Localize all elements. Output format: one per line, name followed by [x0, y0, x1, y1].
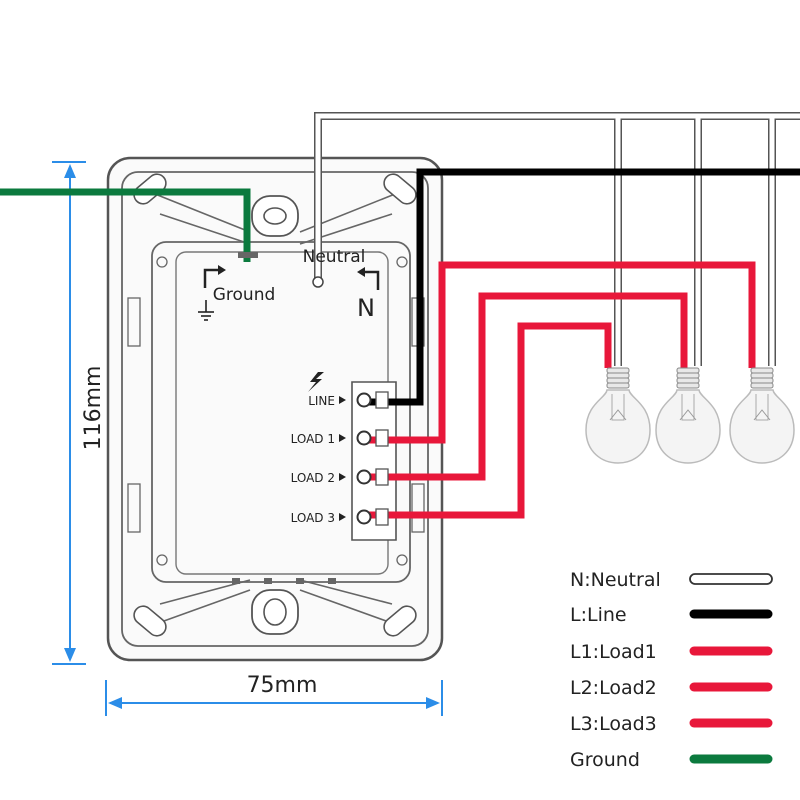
light-bulbs [585, 367, 795, 464]
terminal-screw-icon [356, 430, 372, 446]
neutral-label: Neutral [303, 247, 366, 267]
terminal-clamp-icon [375, 468, 389, 486]
corner-arrow-icon [203, 265, 380, 290]
legend-swatch [689, 573, 773, 585]
terminal-label: LOAD 1 [291, 432, 335, 446]
corner-slot-icon [133, 173, 417, 637]
lightning-icon [308, 372, 324, 392]
terminal-arrow-icon [339, 513, 346, 521]
light-bulb-icon [655, 367, 721, 464]
load3-wire [366, 322, 612, 519]
legend-label: N:Neutral [570, 569, 661, 591]
ground-symbol-icon [198, 300, 214, 321]
neutral-wires [312, 112, 800, 368]
terminal-screw-icon [356, 509, 372, 525]
terminal-label: LOAD 3 [291, 511, 335, 525]
load1-wire [366, 261, 756, 444]
terminal-clamp-icon [375, 391, 389, 409]
terminal-screw-icon [356, 469, 372, 485]
terminal-1: LINE [308, 391, 389, 409]
line-wire [366, 168, 800, 406]
terminal-arrow-icon [339, 434, 346, 442]
terminal-label: LINE [308, 394, 335, 408]
legend-item: N:Neutral [570, 569, 773, 591]
terminal-screw-icon [356, 392, 372, 408]
terminal-arrow-icon [339, 473, 346, 481]
legend-label: L:Line [570, 604, 627, 626]
terminal-clamp-icon [375, 429, 389, 447]
terminal-block: LINE LOAD 1 LOAD 2 LOAD 3 [291, 391, 389, 526]
terminal-clamp-icon [375, 508, 389, 526]
terminal-4: LOAD 3 [291, 508, 389, 526]
ground-wire [0, 188, 258, 262]
legend-label: L1:Load1 [570, 641, 657, 663]
width-label: 75mm [247, 673, 318, 698]
terminal-2: LOAD 1 [291, 429, 389, 447]
legend: N:NeutralL:LineL1:Load1L2:Load2L3:Load3G… [570, 569, 773, 771]
terminal-3: LOAD 2 [291, 468, 389, 486]
ground-label: Ground [213, 285, 276, 305]
legend-item: L3:Load3 [570, 713, 773, 735]
height-dimension: 116mm [52, 161, 106, 665]
legend-item: L1:Load1 [570, 641, 773, 663]
load-wires [366, 261, 756, 519]
switch-mounting-box [106, 156, 444, 662]
width-dimension: 75mm [105, 673, 443, 716]
legend-item: L2:Load2 [570, 677, 773, 699]
terminal-label: LOAD 2 [291, 471, 335, 485]
legend-label: L2:Load2 [570, 677, 657, 699]
terminal-arrow-icon [339, 396, 346, 404]
legend-item: Ground [570, 749, 773, 771]
legend-label: Ground [570, 749, 640, 771]
legend-item: L:Line [570, 604, 773, 626]
n-mark: N [357, 294, 375, 322]
light-bulb-icon [585, 367, 651, 464]
light-bulb-icon [729, 367, 795, 464]
height-label: 116mm [81, 366, 106, 451]
center-lug-icon [251, 195, 299, 635]
legend-label: L3:Load3 [570, 713, 657, 735]
load2-wire [366, 292, 688, 481]
